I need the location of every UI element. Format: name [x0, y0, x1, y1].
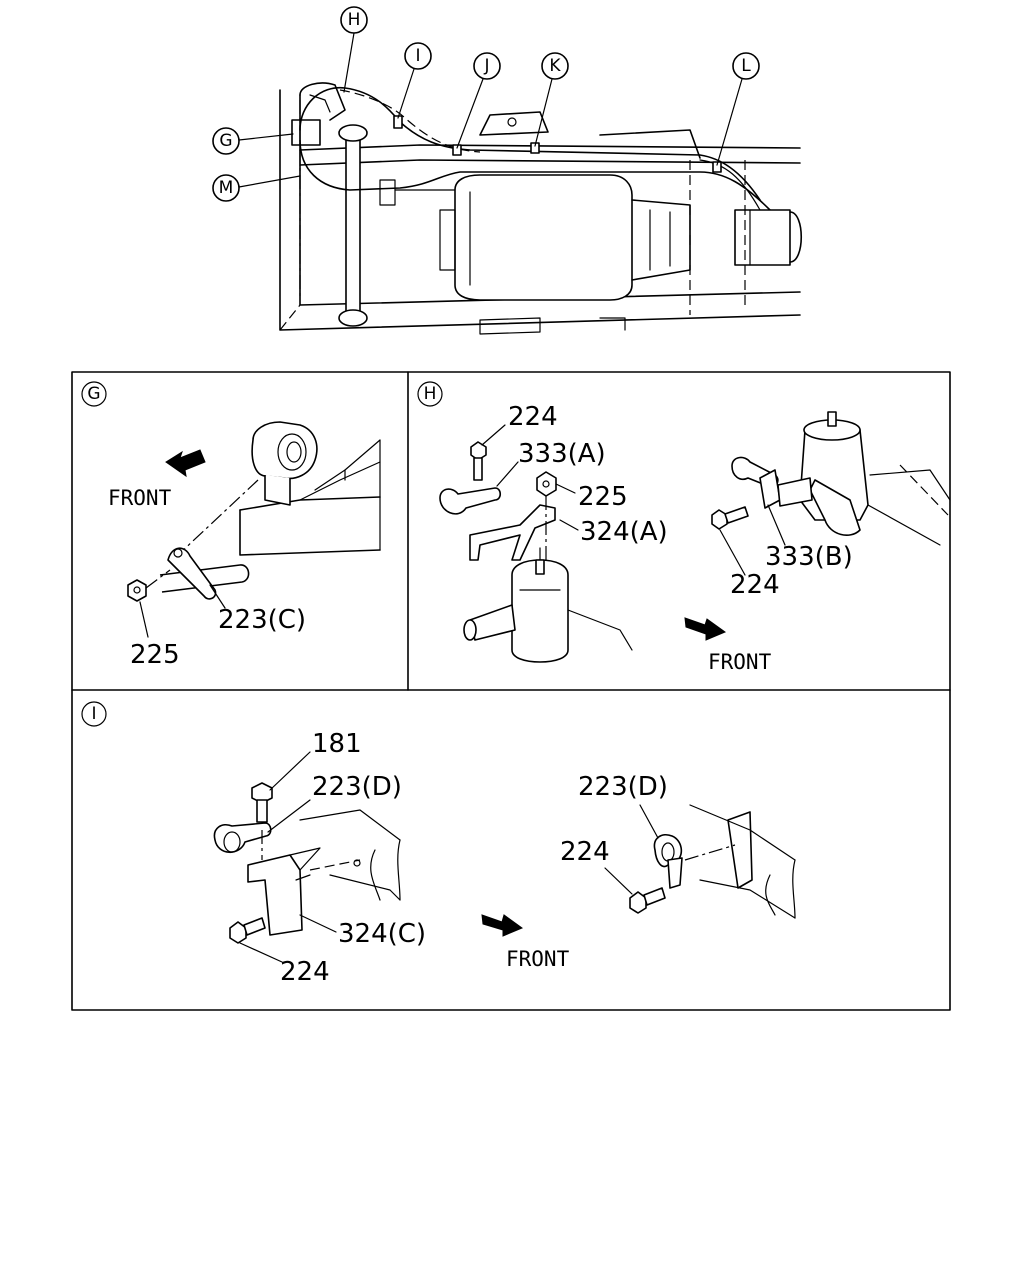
label-224-h-right: 224	[730, 570, 780, 600]
label-333a: 333(A)	[518, 439, 606, 469]
callout-i[interactable]	[404, 42, 432, 70]
callout-k-text: K	[549, 56, 561, 76]
panel-i-front-label: FRONT	[506, 947, 570, 971]
panel-h-id: H	[424, 384, 437, 404]
callout-m-text: M	[219, 178, 234, 198]
callout-g-text: G	[219, 131, 232, 151]
nut-225-icon	[127, 579, 147, 602]
label-224-h-top: 224	[508, 402, 558, 432]
label-224-i-right: 224	[560, 837, 610, 867]
callout-l-text: L	[741, 56, 751, 76]
bolt-224-icon	[470, 441, 487, 461]
callout-l[interactable]	[732, 52, 760, 80]
label-181: 181	[312, 729, 362, 759]
front-arrow-i-icon	[481, 914, 524, 937]
label-225-h: 225	[578, 482, 628, 512]
panel-g: G FRONT 223(C) 225	[81, 381, 381, 670]
label-223d-right: 223(D)	[578, 772, 668, 802]
label-223c: 223(C)	[218, 605, 306, 635]
callout-h[interactable]	[340, 6, 368, 34]
label-324c: 324(C)	[338, 919, 426, 949]
rubber-bushing	[251, 421, 318, 480]
panel-g-id: G	[87, 384, 100, 404]
callout-g[interactable]	[212, 127, 240, 155]
nut-225-h-icon	[536, 471, 557, 497]
callout-k[interactable]	[541, 52, 569, 80]
callout-h-text: H	[348, 10, 361, 30]
brake-line-lower	[299, 139, 771, 211]
label-224-i-left: 224	[280, 957, 330, 987]
panel-i: I 181 223(D) 324(C) 224 FRONT	[81, 701, 796, 987]
clip-333a	[439, 487, 502, 515]
label-223d-left: 223(D)	[312, 772, 402, 802]
bolt-224-right-icon	[711, 509, 728, 530]
cross-member	[345, 129, 361, 321]
rear-housing	[734, 209, 791, 266]
callout-j-text: J	[483, 56, 489, 76]
bracket-324a	[469, 504, 556, 561]
label-225-g: 225	[130, 640, 180, 670]
panel-g-front-label: FRONT	[108, 486, 172, 510]
panel-h-badge	[417, 381, 443, 407]
callout-j[interactable]	[473, 52, 501, 80]
transmission-housing	[454, 174, 633, 301]
panel-i-badge	[81, 701, 107, 727]
panel-i-id: I	[91, 704, 96, 724]
label-324a: 324(A)	[580, 517, 668, 547]
callout-i-text: I	[415, 46, 420, 66]
bracket-223c	[167, 547, 217, 600]
callout-m[interactable]	[212, 174, 240, 202]
bolt-224-i-left-icon	[229, 921, 247, 944]
overview-callouts: H I J K L G M	[212, 6, 760, 202]
panel-h: H 224 333(A) 324(A) 225	[417, 381, 951, 674]
overview-chassis-drawing	[279, 82, 802, 335]
panel-h-front-label: FRONT	[708, 650, 772, 674]
upper-rail	[299, 144, 801, 151]
front-arrow-h-icon	[684, 617, 727, 641]
detail-frame	[71, 371, 951, 1011]
label-333b: 333(B)	[765, 542, 853, 572]
front-arrow-icon	[165, 449, 206, 478]
bolt-224-i-right-icon	[629, 891, 647, 914]
bolt-181-icon	[251, 782, 273, 804]
panel-g-badge	[81, 381, 107, 407]
bracket-324c	[247, 854, 303, 936]
valve-left	[511, 559, 569, 663]
clip-333b	[759, 469, 781, 509]
